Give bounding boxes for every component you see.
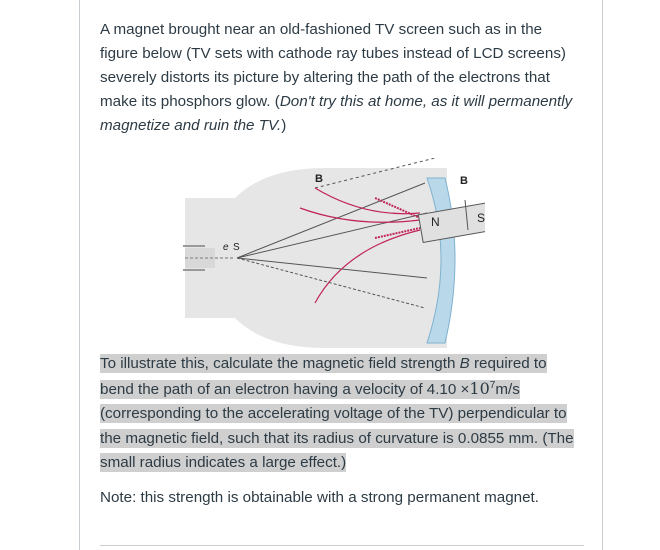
problem-part2: required to bend the path of an electron… — [100, 355, 547, 398]
field-line-4 — [374, 197, 421, 219]
field-direction-top — [314, 157, 436, 189]
field-line-5 — [374, 227, 421, 239]
label-n: N — [431, 215, 440, 229]
field-line-3 — [299, 207, 421, 223]
problem-exp: 7 — [489, 379, 496, 391]
bottom-divider — [100, 545, 584, 546]
intro-end: ) — [281, 117, 287, 134]
problem-part1: To illustrate this, calculate the magnet… — [100, 355, 460, 372]
problem-base: 10 — [469, 378, 490, 398]
electron-path-top — [236, 182, 426, 259]
tv-magnet-figure: B B N S e S — [165, 157, 561, 358]
crt-tube — [185, 168, 447, 348]
figure-svg: B B N S e S — [183, 157, 561, 348]
electron-path-upper — [236, 212, 428, 259]
question-card: A magnet brought near an old-fashioned T… — [79, 0, 603, 550]
label-s: S — [477, 211, 485, 225]
intro-text: A magnet brought near an old-fashioned T… — [100, 21, 566, 110]
electron-path-bottom — [236, 257, 426, 309]
problem-part3: m/s (corresponding to the accelerating v… — [100, 380, 574, 472]
electron-path-lower — [236, 257, 428, 279]
label-electron-s: S — [233, 242, 240, 253]
label-b-right: B — [460, 175, 468, 187]
intro-warning: Don't try this at home, as it will perma… — [100, 93, 573, 134]
note-paragraph: Note: this strength is obtainable with a… — [100, 489, 539, 506]
field-line-2 — [314, 229, 421, 304]
label-electron: e — [223, 242, 229, 253]
problem-times: × — [460, 380, 470, 398]
problem-paragraph: To illustrate this, calculate the magnet… — [100, 352, 584, 476]
problem-var-b: B — [459, 355, 470, 372]
magnet-pole-divider — [464, 199, 469, 231]
intro-paragraph: A magnet brought near an old-fashioned T… — [100, 18, 584, 138]
label-b-left: B — [315, 173, 323, 185]
